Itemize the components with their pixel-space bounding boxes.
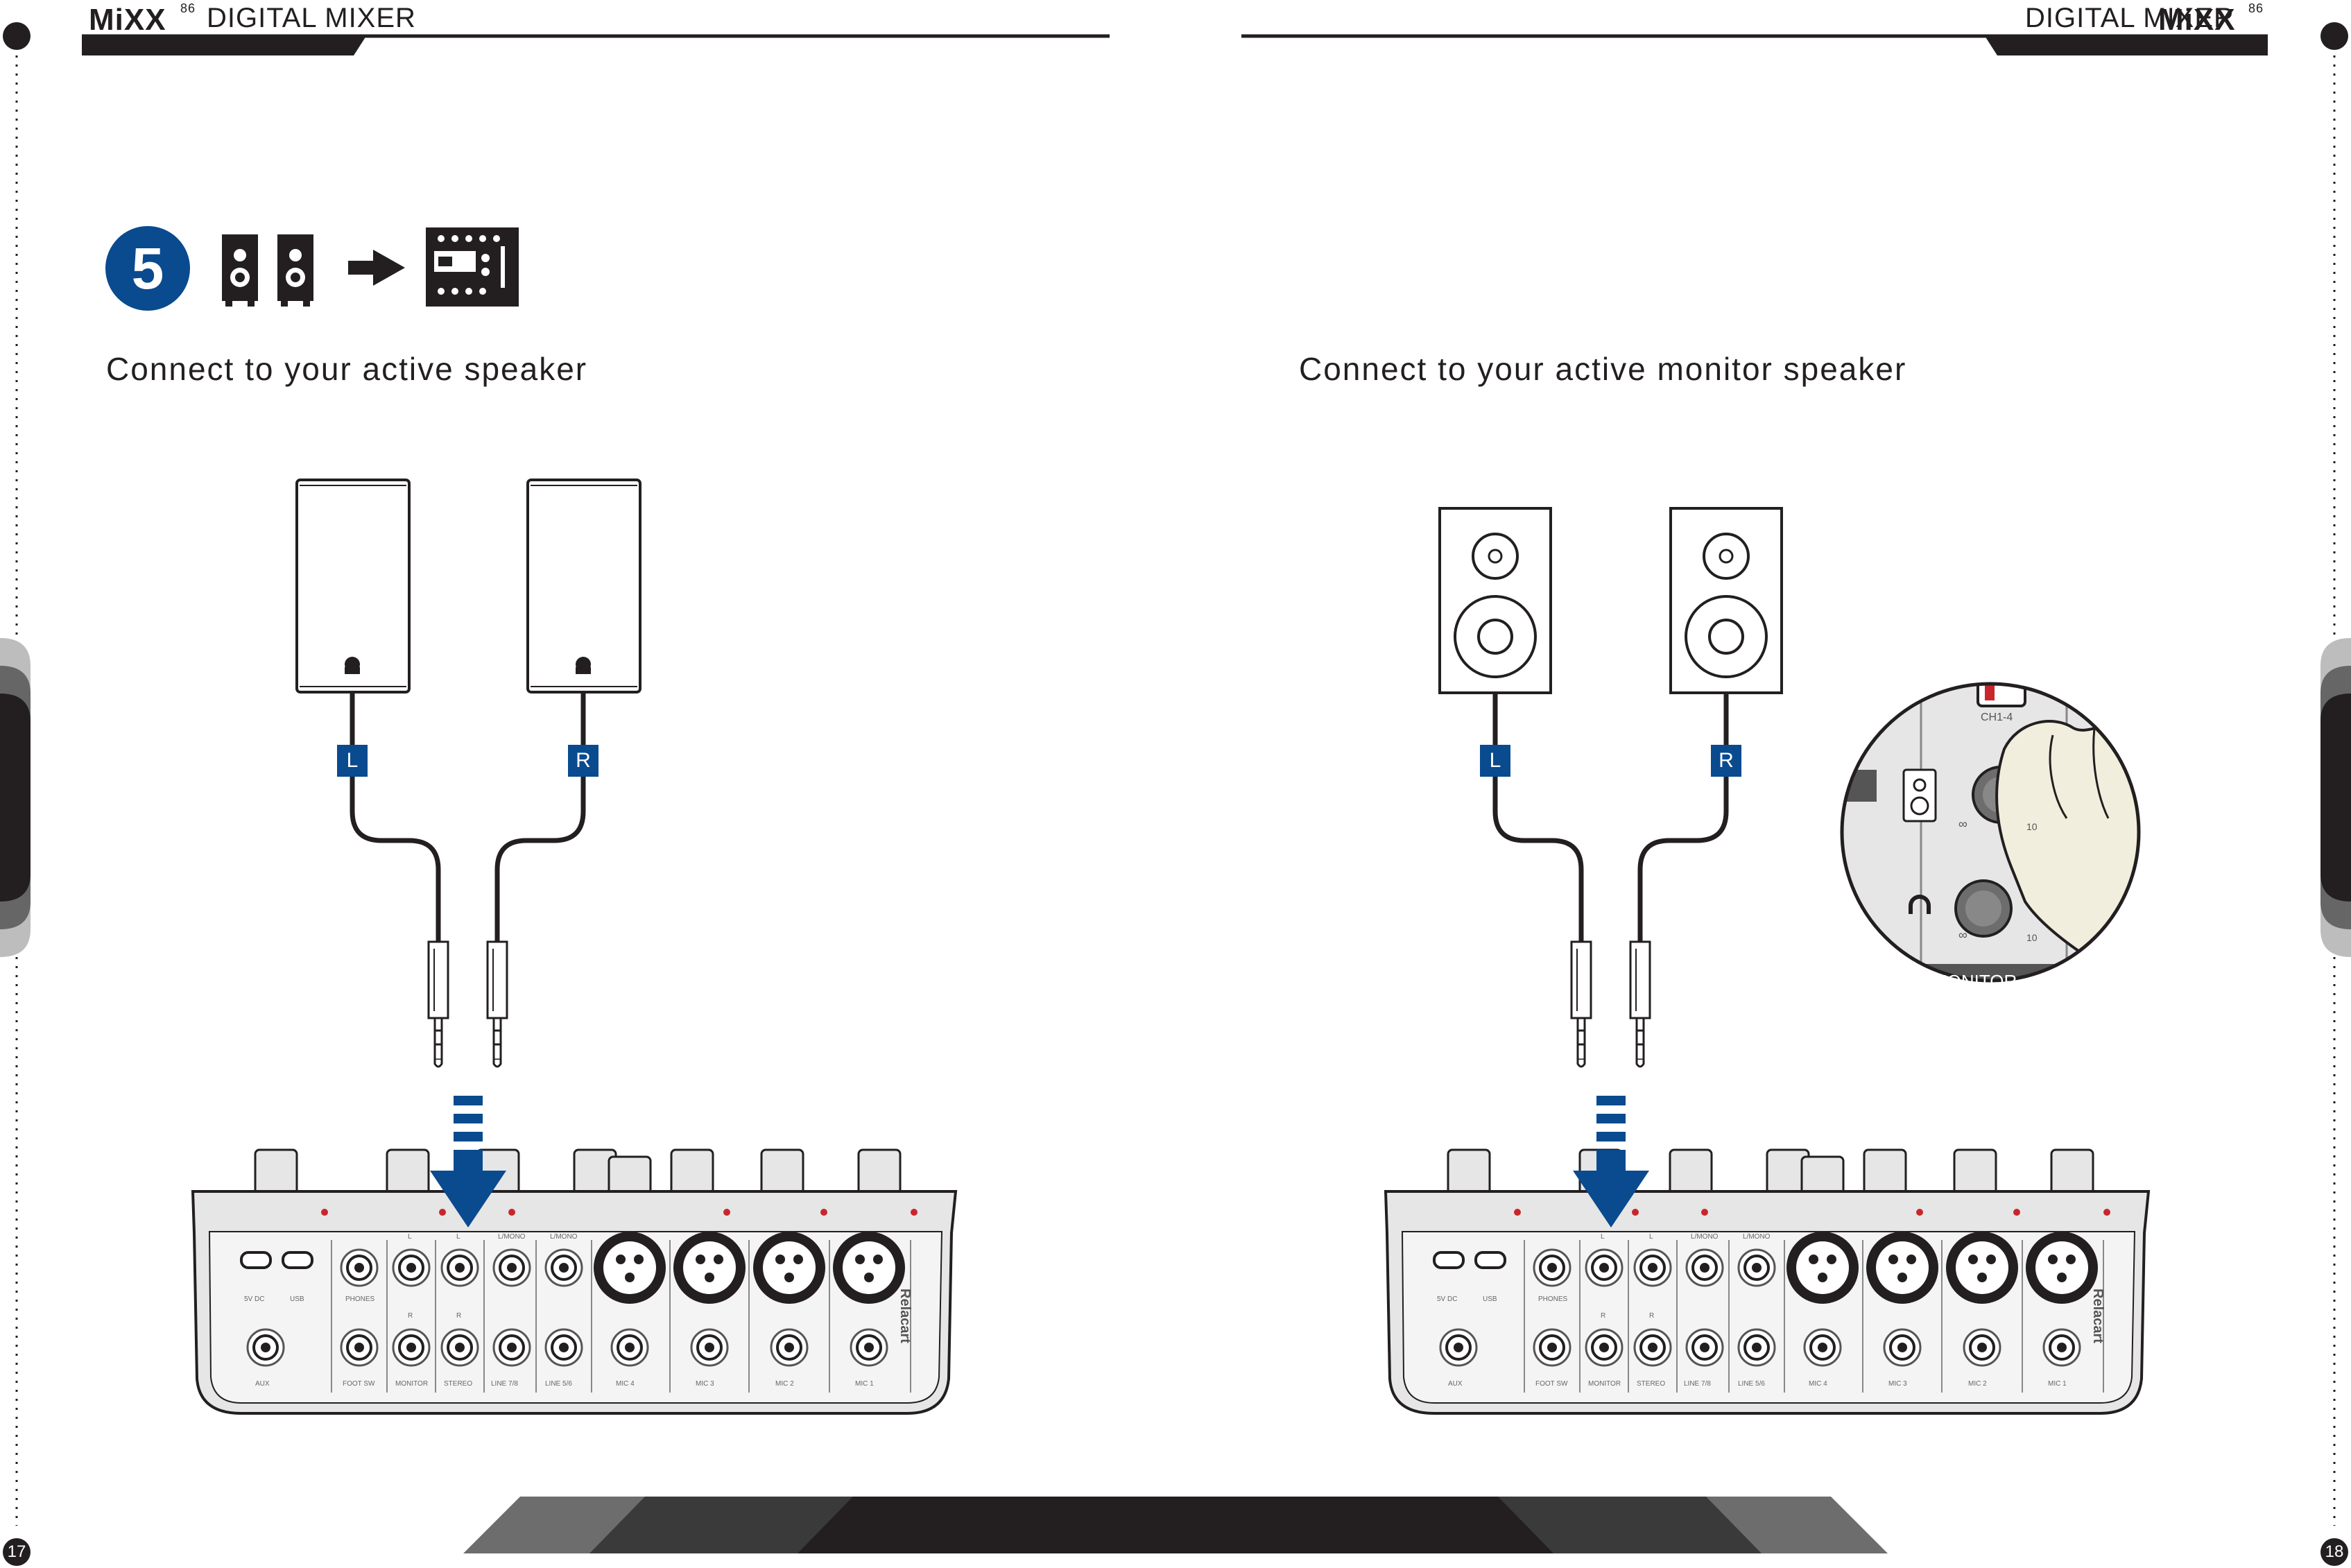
step-mixer-icon <box>426 227 519 307</box>
left-speaker-l <box>295 479 411 693</box>
left-tag-r: R <box>568 745 598 777</box>
inset-section-label: MONITOR <box>1932 971 2017 992</box>
left-speaker-r <box>526 479 641 693</box>
inset-scale-max-1: 10 <box>2026 821 2038 832</box>
right-monitor-speaker-r <box>1669 507 1783 694</box>
brand-model-left: 86 <box>180 1 196 15</box>
mixer-right-labels: Relacart L L L/MONO L/MONO R R 5V DC USB… <box>1437 1233 2105 1388</box>
mixer-left-labels: Relacart L L L/MONO L/MONO R R 5V DC USB… <box>244 1233 913 1388</box>
step-speakers-icon <box>222 234 313 307</box>
page-number-left: 17 <box>3 1538 31 1566</box>
inset-scale-max-2: 10 <box>2026 932 2038 943</box>
mixer-right-brand: Relacart <box>2090 1289 2105 1343</box>
insert-arrow-left <box>430 1096 506 1227</box>
inset-scale-min-2: ∞ <box>1958 928 1967 942</box>
right-tag-l: L <box>1480 745 1510 777</box>
brand-model-right: 86 <box>2248 1 2264 15</box>
brand-logo-right: MiXX <box>2158 3 2236 37</box>
right-monitor-speaker-l <box>1438 507 1552 694</box>
left-tag-l: L <box>337 745 368 777</box>
inset-switch-label: CH1-4 <box>1981 712 2013 723</box>
arrow-right-icon <box>348 250 405 286</box>
monitor-knob-inset <box>1840 682 2141 983</box>
insert-arrow-right <box>1573 1096 1649 1227</box>
step-number-badge: 5 <box>105 226 190 311</box>
header-title-left: DIGITAL MIXER <box>207 3 416 33</box>
right-caption: Connect to your active monitor speaker <box>1299 351 1907 387</box>
left-caption: Connect to your active speaker <box>106 351 588 387</box>
mixer-left-brand: Relacart <box>897 1289 913 1343</box>
inset-scale-min-1: ∞ <box>1958 817 1967 831</box>
header-title-right: DIGITAL MIXER <box>2025 3 2234 33</box>
right-tag-r: R <box>1711 745 1741 777</box>
brand-logo-left: MiXX <box>89 3 166 37</box>
page-number-right: 18 <box>2320 1538 2348 1566</box>
step-number: 5 <box>131 236 164 301</box>
